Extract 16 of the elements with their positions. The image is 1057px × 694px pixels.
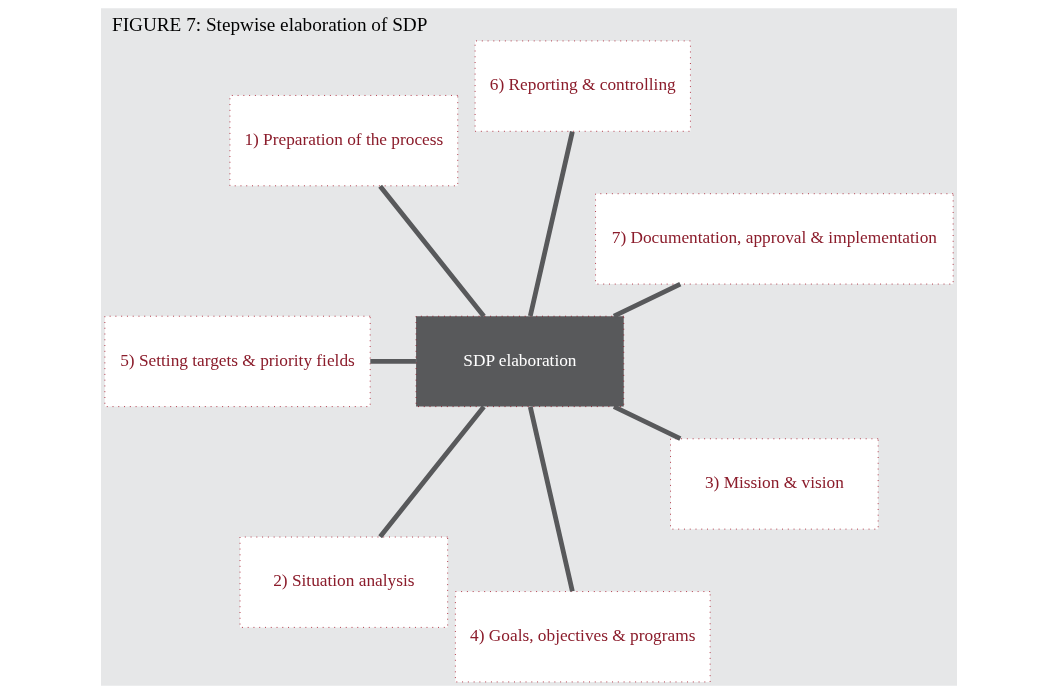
- connector: [527, 406, 575, 592]
- connector: [612, 282, 681, 319]
- connector: [612, 404, 681, 441]
- connector: [377, 405, 486, 539]
- node-box: 6) Reporting & controlling: [474, 40, 691, 132]
- node-box: 1) Preparation of the process: [228, 94, 458, 187]
- node-box: 2) Situation analysis: [239, 536, 448, 628]
- node-box: 3) Mission & vision: [669, 438, 879, 530]
- node-box: 7) Documentation, approval & implementation: [594, 193, 954, 285]
- connector: [377, 184, 486, 318]
- diagram-title: FIGURE 7: Stepwise elaboration of SDP: [111, 14, 427, 36]
- node-box: 4) Goals, objectives & programs: [454, 591, 711, 683]
- node-box: 5) Setting targets & priority fields: [103, 315, 371, 408]
- node-box: SDP elaboration: [415, 315, 624, 408]
- connector: [369, 359, 416, 364]
- connector: [527, 131, 575, 317]
